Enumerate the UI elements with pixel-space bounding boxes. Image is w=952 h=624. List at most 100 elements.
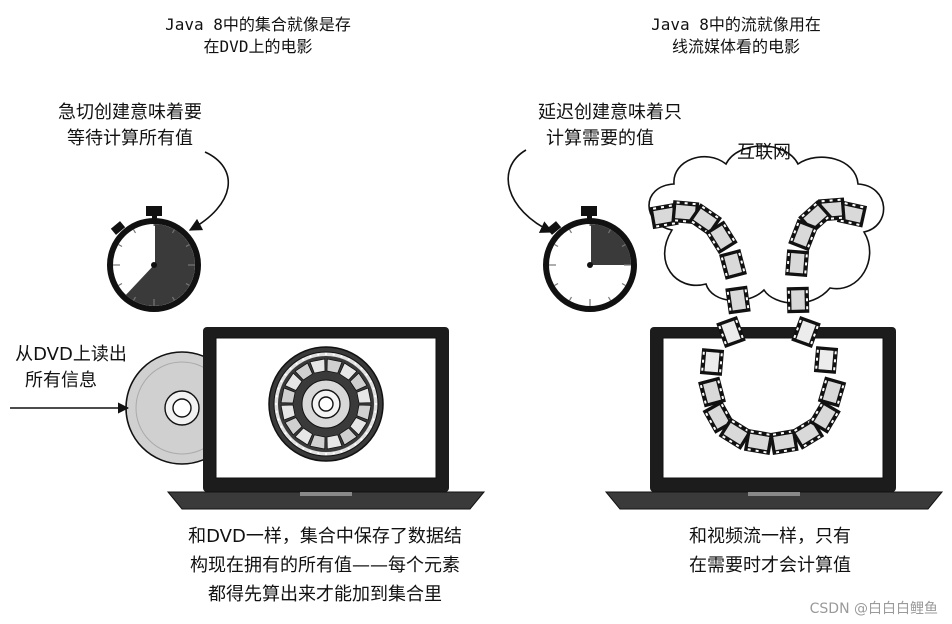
reel-sprocket-hole	[340, 355, 343, 358]
reel-frame	[294, 427, 314, 446]
reel-sprocket-hole	[347, 447, 350, 450]
reel-frame	[309, 434, 326, 450]
reel-sprocket-hole	[354, 443, 357, 446]
film-frame-faded	[813, 346, 839, 374]
stopwatch-tick	[554, 243, 559, 248]
reel-sprocket-hole	[354, 362, 357, 365]
film-frame	[719, 249, 747, 280]
reel-frame	[294, 362, 314, 381]
film-frame	[836, 200, 868, 228]
reel-sprocket-hole	[309, 450, 312, 453]
right-laptop	[604, 327, 944, 510]
film-frame	[743, 428, 774, 456]
reel-sprocket-hole	[289, 438, 292, 441]
reel-sprocket-hole	[317, 452, 320, 455]
cloud-label: 互联网	[737, 142, 791, 163]
stopwatch-tick	[554, 282, 559, 287]
reel-sprocket-hole	[369, 380, 372, 383]
stopwatch-tick	[118, 282, 123, 287]
film-frame	[649, 202, 679, 230]
stopwatch-tick	[568, 229, 573, 234]
left-stopwatch-elapsed-sector	[125, 224, 195, 306]
reel-frame	[309, 358, 326, 374]
reel-sprocket-hole	[374, 395, 377, 398]
film-frame	[808, 400, 841, 434]
left-caption-line3: 都得先算出来才能加到集合里	[208, 584, 442, 605]
reel-sprocket-hole	[277, 418, 280, 421]
dvd-label-line2: 所有信息	[25, 370, 97, 391]
reel-sprocket-hole	[360, 367, 363, 370]
left-stopwatch	[107, 206, 201, 312]
film-frame-faded	[791, 316, 821, 348]
right-annotation-line2: 计算需要的值	[546, 128, 654, 149]
left-stopwatch-ticks	[113, 224, 195, 306]
stopwatch-tick	[171, 296, 176, 301]
right-caption-line1: 和视频流一样，只有	[689, 526, 851, 547]
stopwatch-tick	[607, 296, 612, 301]
reel-sprocket-hole	[374, 410, 377, 413]
left-annotation-line2: 等待计算所有值	[67, 128, 193, 149]
film-reel-frames	[274, 352, 378, 456]
reel-frame	[326, 434, 343, 450]
left-curved-arrow	[188, 151, 230, 231]
film-frame-faded	[699, 348, 725, 376]
reel-frame	[326, 358, 343, 374]
reel-sprocket-hole	[280, 425, 283, 428]
film-frame	[786, 286, 810, 314]
reel-sprocket-hole	[284, 432, 287, 435]
left-caption-line2: 构现在拥有的所有值——每个元素	[190, 555, 460, 576]
reel-sprocket-hole	[289, 367, 292, 370]
reel-sprocket-hole	[275, 410, 278, 413]
reel-sprocket-hole	[274, 402, 278, 406]
film-frame-faded	[716, 316, 746, 348]
reel-sprocket-hole	[277, 387, 280, 390]
reel-sprocket-hole	[295, 362, 298, 365]
reel-frame	[349, 372, 368, 392]
reel-frame	[338, 362, 358, 381]
right-annotation-line1: 延迟创建意味着只	[538, 102, 682, 123]
reel-sprocket-hole	[275, 395, 278, 398]
left-caption-line1: 和DVD一样，集合中保存了数据结	[188, 526, 462, 547]
stopwatch-tick	[171, 229, 176, 234]
reel-frame	[349, 416, 368, 436]
film-frame	[671, 200, 700, 225]
right-title-line2: 线流媒体看的电影	[671, 37, 800, 56]
stopwatch-tick	[568, 296, 573, 301]
reel-sprocket-hole	[280, 380, 283, 383]
stopwatch-tick	[185, 282, 190, 287]
right-stopwatch-elapsed-sector	[590, 224, 631, 265]
reel-frame	[284, 416, 303, 436]
reel-sprocket-hole	[295, 443, 298, 446]
film-reel	[268, 346, 384, 462]
reel-sprocket-hole	[284, 373, 287, 376]
watermark: CSDN @白白白鲤鱼	[809, 601, 938, 617]
reel-frame	[280, 404, 296, 421]
reel-frame	[284, 372, 303, 392]
reel-sprocket-hole	[372, 418, 375, 421]
reel-sprocket-hole	[302, 447, 305, 450]
reel-sprocket-hole	[347, 358, 350, 361]
reel-sprocket-hole	[302, 358, 305, 361]
film-frame	[698, 376, 726, 408]
reel-sprocket-hole	[374, 402, 378, 406]
reel-sprocket-hole	[324, 352, 328, 356]
film-frame	[725, 285, 751, 315]
stopwatch-tick	[185, 243, 190, 248]
reel-frame	[356, 387, 372, 404]
reel-frame	[280, 387, 296, 404]
film-frame	[817, 376, 847, 408]
reel-sprocket-hole	[324, 452, 328, 456]
internet-cloud	[648, 145, 885, 305]
reel-sprocket-hole	[360, 438, 363, 441]
reel-frame	[338, 427, 358, 446]
stopwatch-tick	[607, 229, 612, 234]
stopwatch-tick	[132, 296, 137, 301]
reel-sprocket-hole	[340, 450, 343, 453]
reel-sprocket-hole	[372, 387, 375, 390]
reel-sprocket-hole	[365, 373, 368, 376]
right-curved-arrow	[507, 149, 554, 233]
stopwatch-tick	[132, 229, 137, 234]
film-frame	[788, 219, 819, 252]
reel-sprocket-hole	[365, 432, 368, 435]
